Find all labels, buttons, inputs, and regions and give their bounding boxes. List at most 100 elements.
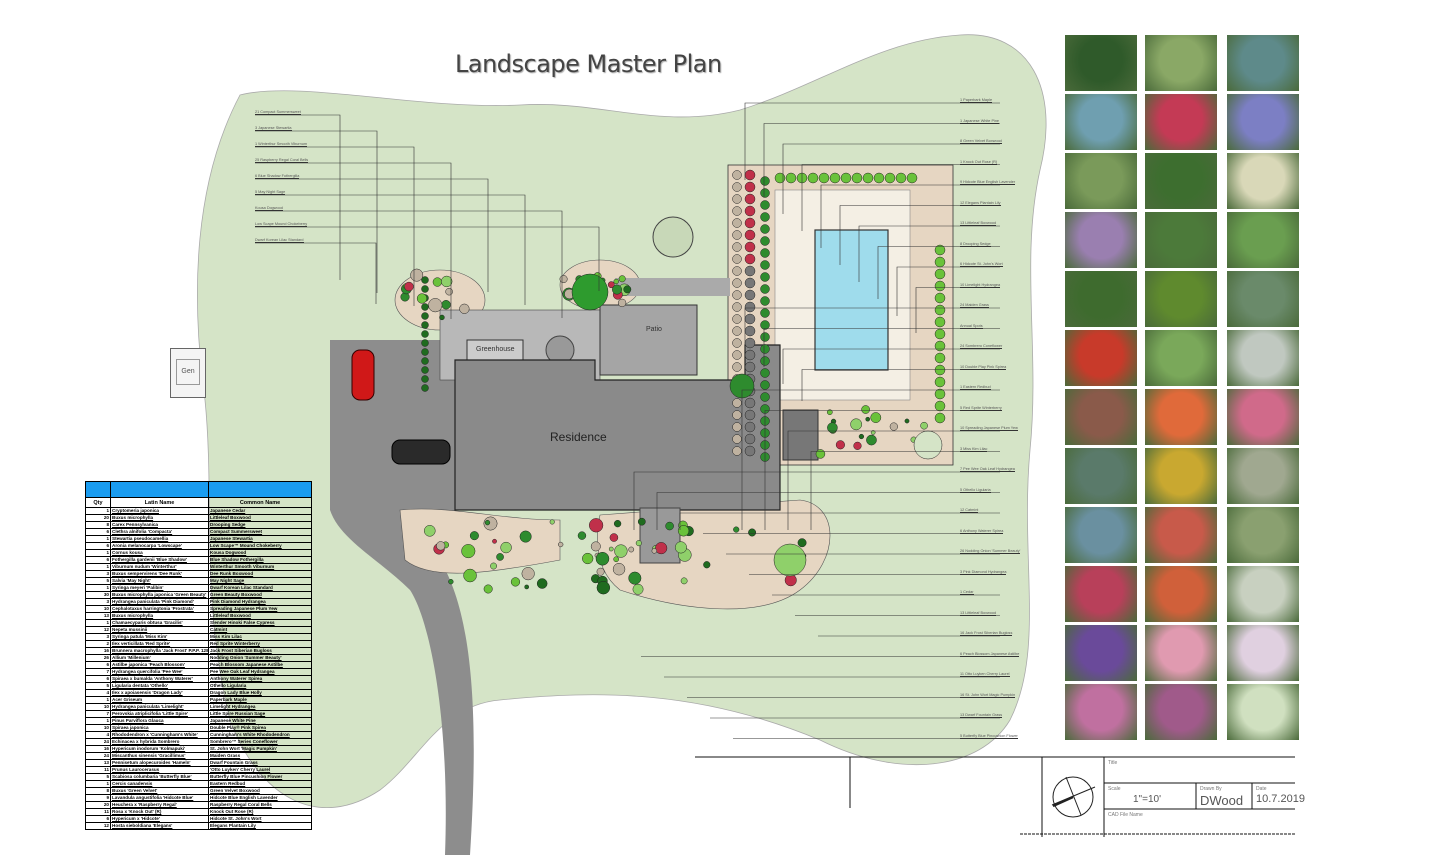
common-name-cell: Japanese Stewartia (208, 535, 312, 543)
plant-photo (1065, 507, 1137, 563)
plant-photo (1227, 94, 1299, 150)
shrub-symbol (760, 284, 770, 294)
shrub-symbol (596, 567, 605, 576)
leader-line (763, 328, 1000, 367)
plant-photo (1227, 507, 1299, 563)
shrub-symbol (829, 172, 841, 184)
latin-name-cell: Hypericum inodorum 'Kolmapuki' (110, 745, 209, 753)
shrub-symbol (490, 562, 497, 570)
shrub-symbol (677, 525, 690, 537)
shrub-symbol (744, 205, 756, 217)
leader-line (255, 162, 452, 319)
shrub-symbol (423, 525, 436, 537)
shrub-symbol (483, 584, 493, 594)
shrub-symbol (934, 280, 946, 292)
black-car (391, 439, 451, 465)
latin-name-cell: Buxus microphylla (110, 514, 209, 522)
common-name-cell: Hidcote Blue English Lavender (208, 794, 312, 802)
latin-name-cell: Astilbe japonica 'Peach Blossom' (110, 661, 209, 669)
callout-label: 1 Japanese White Pine (960, 118, 1000, 124)
common-name-cell: Low Scape™ Mound Chokeberry (208, 542, 312, 550)
shrub-symbol (744, 349, 756, 361)
leader-line (255, 242, 377, 304)
latin-name-cell: Miscanthus sinensis 'Gracillimus' (110, 752, 209, 760)
plant-photo (1145, 507, 1217, 563)
common-name-cell: Limelight Hydrangea (208, 703, 312, 711)
shrub-symbol (732, 434, 742, 444)
callout-label: 5 May Night Sage (255, 190, 286, 195)
qty-cell: 3 (85, 570, 111, 578)
shrub-symbol (588, 518, 604, 533)
leader-line (741, 389, 1000, 530)
common-name-cell: Peach Blossom Japanese Astilbe (208, 661, 312, 669)
shrub-symbol (421, 321, 429, 329)
plant-photo (1065, 153, 1137, 209)
shrub-symbol (428, 298, 443, 313)
latin-name-cell: Nepeta mussinii (110, 626, 209, 634)
shrub-symbol (609, 533, 619, 542)
common-name-cell: Othello Ligularia (208, 682, 312, 690)
date-value: 10.7.2019 (1256, 793, 1305, 805)
qty-cell: 16 (85, 647, 111, 655)
plant-photo (1145, 566, 1217, 622)
shrub-symbol (744, 325, 756, 337)
plant-photo (1145, 389, 1217, 445)
qty-cell: 1 (85, 549, 111, 557)
latin-name-cell: Fothergilla gardenii 'Blue Shadow' (110, 556, 209, 564)
latin-name-header: Latin Name (110, 497, 209, 508)
qty-cell: 8 (85, 787, 111, 795)
common-name-cell: Littleleaf Boxwood (208, 514, 312, 522)
callout-label: 1 Cedar (960, 590, 974, 595)
shrub-symbol (858, 433, 865, 440)
shrub-symbol (895, 172, 907, 184)
shrub-symbol (732, 230, 742, 240)
latin-name-cell: Carex Pennsylvanica (110, 521, 209, 529)
shrub-symbol (613, 278, 619, 285)
qty-cell: 12 (85, 822, 111, 830)
shrub-symbol (463, 568, 477, 583)
leader-line (896, 266, 1000, 316)
qty-cell: 6 (85, 528, 111, 536)
shrub-symbol (835, 440, 845, 450)
shrub-symbol (744, 433, 756, 445)
shrub-symbol (577, 531, 587, 540)
latin-name-cell: Echinacea x hybrida Sombrero (110, 738, 209, 746)
shrub-symbol (818, 172, 830, 184)
patio (599, 304, 698, 376)
generator-box: Gen (170, 348, 206, 398)
driveway (330, 340, 474, 855)
leader-line (782, 143, 1000, 214)
callout-label: Annual Spots (960, 323, 983, 329)
shrub-symbol (760, 380, 770, 390)
shrub-symbol (637, 517, 646, 526)
plant-photo (1065, 566, 1137, 622)
qty-cell: 20 (85, 801, 111, 809)
latin-name-cell: Spiraea x bumalda 'Anthony Waterer' (110, 675, 209, 683)
shrub-symbol (744, 445, 756, 457)
callout-label: 3 Pink Diamond Hydrangea (960, 569, 1007, 575)
shrub-symbol (421, 285, 429, 293)
shrub-symbol (760, 368, 770, 378)
shrub-symbol (632, 583, 644, 595)
plant-photo (1227, 448, 1299, 504)
shrub-symbol (744, 253, 756, 265)
common-name-cell: Kousa Dogwood (208, 549, 312, 557)
latin-name-cell: Cryptomeria japonica (110, 507, 209, 515)
latin-name-cell: Viburnum nudum 'Winterthur' (110, 563, 209, 571)
latin-name-cell: Buxus sempervirens 'Dee Runk' (110, 570, 209, 578)
qty-cell: 12 (85, 626, 111, 634)
common-name-cell: Japanese Cedar (208, 507, 312, 515)
plant-photo (1145, 35, 1217, 91)
qty-cell: 7 (85, 710, 111, 718)
shrub-symbol (492, 538, 497, 544)
common-name-cell: Pink Diamond Hydrangea (208, 598, 312, 606)
